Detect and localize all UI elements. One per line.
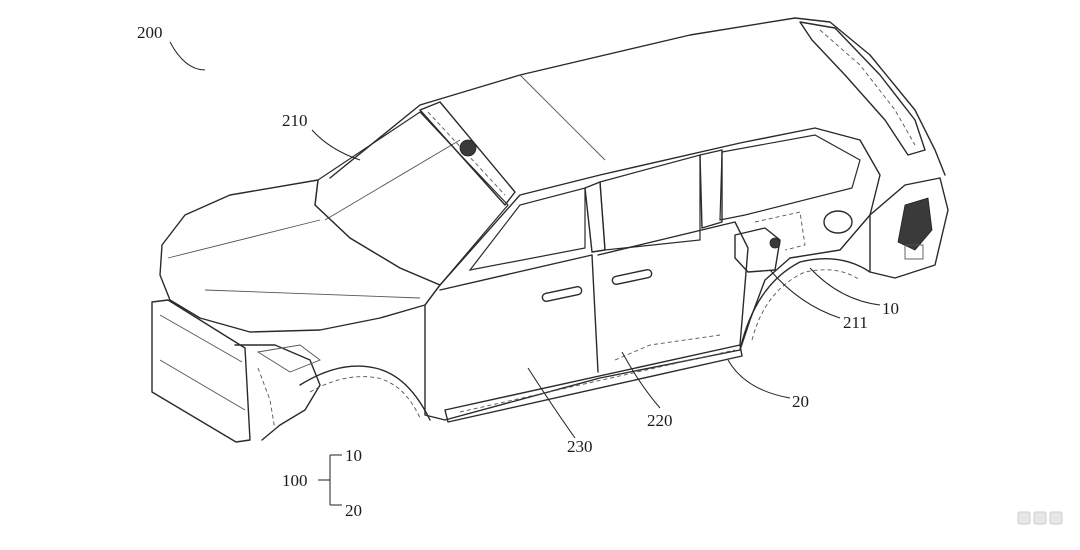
label-20-right: 20 [792,392,809,411]
front-wheel-arch [299,365,431,421]
rear-door-handle [611,268,653,286]
rear-structure-bracket [904,244,924,260]
hood [159,179,441,333]
rear-door-seam [597,221,749,346]
watermark-box-3 [1049,511,1063,525]
label-211: 211 [843,313,868,332]
watermark-box-2 [1033,511,1047,525]
rear-structure [869,177,949,279]
roof-outline [329,17,946,179]
label-200: 200 [137,23,163,42]
windshield-reflection [324,139,461,221]
roof-console [459,139,477,157]
hood-reflection [204,289,421,299]
shock-tower [256,344,321,373]
label-220: 220 [647,411,673,430]
rear-wheel-arch [739,257,871,351]
label-210: 210 [282,111,308,130]
inner-bracket [734,227,781,273]
label-10-top: 10 [882,299,899,318]
roof-panel-line [519,74,606,161]
front-bumper-detail-1 [159,314,243,363]
vehicle-body [151,17,949,443]
front-door-seam [439,254,599,373]
hood-crease [167,219,321,259]
fuel-door [823,210,853,234]
rear-door-window [599,154,701,251]
inner-bracket-bolt [769,237,781,249]
leader-200 [169,41,206,71]
watermark-box-1 [1017,511,1031,525]
label-20-bracket: 20 [345,501,362,520]
b-pillar [584,181,606,253]
front-wheel-arch-inner [309,376,421,419]
leader-210 [311,129,361,161]
label-10-bracket: 10 [345,446,362,465]
label-100: 100 [282,471,308,490]
side-sill [444,344,743,423]
front-bumper-beam [151,299,251,443]
leader-211 [769,269,841,319]
side-sill-holes [459,349,736,413]
leader-10a [809,267,881,306]
quarter-window [719,134,861,221]
leader-230 [527,367,576,439]
leader-100-bracket [318,454,342,506]
c-pillar [699,149,723,229]
reference-numerals: 200 210 211 10 20 220 230 100 10 20 [137,23,899,520]
leader-20a [727,359,791,399]
inner-bracket-dash [754,211,806,251]
rear-structure-detail [897,197,933,251]
front-rail [234,344,321,441]
front-bumper-detail-2 [159,359,246,411]
rear-roof-strip-detail [819,29,916,146]
label-230: 230 [567,437,593,456]
front-door-handle [541,285,583,303]
leader-lines [169,41,881,506]
rear-roof-strip [799,21,926,156]
a-pillar-structure [419,101,516,206]
side-body [424,127,881,421]
watermark [1017,511,1063,525]
leader-220 [621,351,661,409]
side-sill-detail [614,334,721,361]
rear-wheel-arch-inner [751,269,861,341]
front-inner-panel [257,367,276,431]
